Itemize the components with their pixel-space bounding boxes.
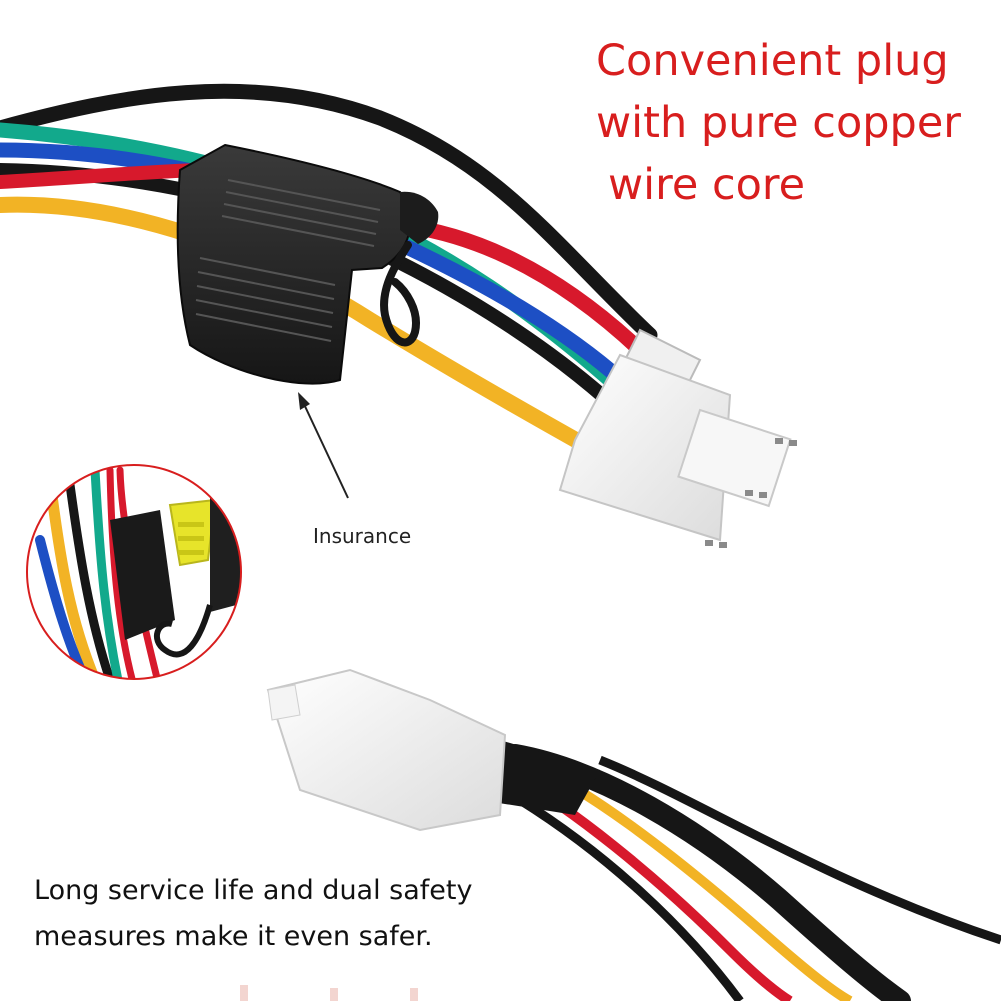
inset-circle-border (26, 464, 242, 680)
headline-line-2: with pure copper (596, 98, 961, 148)
headline: Convenient plug with pure copper wire co… (596, 30, 961, 216)
fuse-holder (176, 143, 439, 385)
upper-connector (558, 328, 797, 548)
lower-connector-cable (266, 668, 1001, 1001)
insurance-callout-label: Insurance (313, 524, 412, 548)
red-wire-low (0, 163, 207, 189)
headline-line-3: wire core (608, 160, 806, 210)
footnote: Long service life and dual safety measur… (34, 868, 472, 960)
callout-arrow (298, 392, 349, 499)
inset-detail-circle (26, 464, 242, 680)
yellow-wire (0, 196, 598, 456)
footnote-line-2: measures make it even safer. (34, 921, 433, 952)
headline-line-1: Convenient plug (596, 36, 949, 86)
bottom-reflections (240, 985, 418, 1001)
footnote-line-1: Long service life and dual safety (34, 875, 473, 906)
fuse-holder-body (176, 143, 412, 385)
black-wire-top (0, 83, 658, 343)
fuse-retaining-loop (380, 241, 420, 347)
